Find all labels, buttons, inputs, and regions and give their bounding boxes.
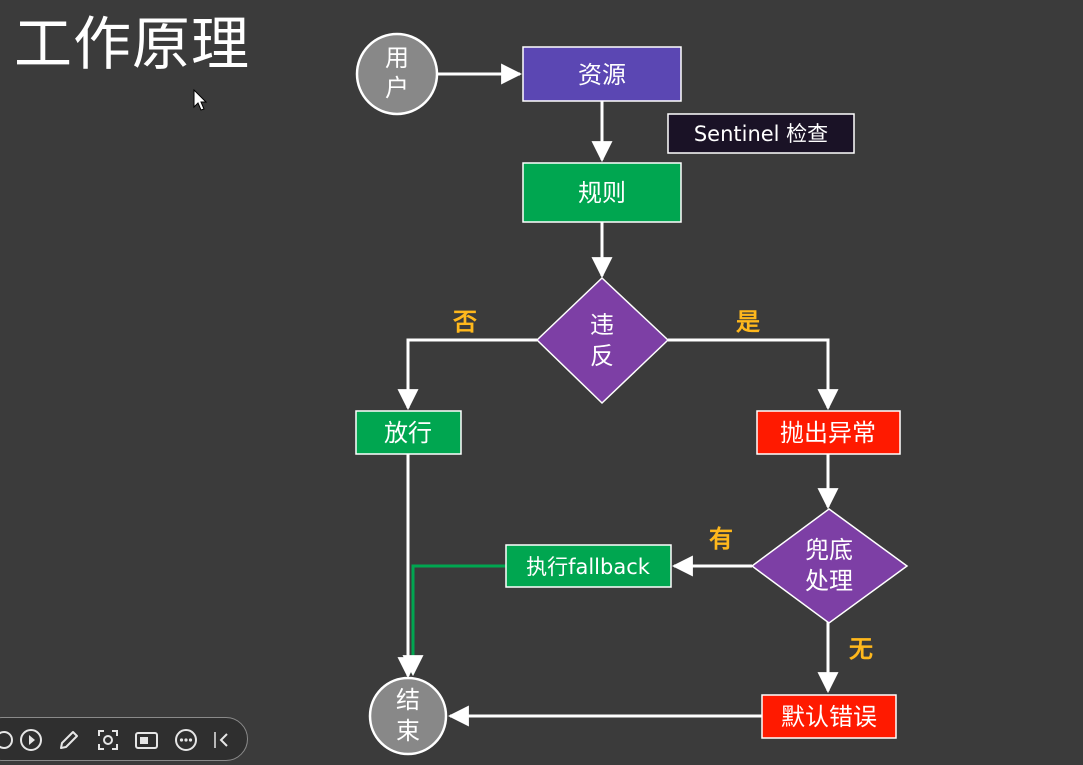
node-fallback-decision-line1: 兜底 <box>805 536 853 564</box>
edge-label-yes: 是 <box>736 308 760 336</box>
node-throw-exception-label: 抛出异常 <box>780 419 876 447</box>
pen-icon[interactable] <box>56 727 82 753</box>
node-fallback-decision: 兜底 处理 <box>750 508 909 624</box>
node-execute-fallback-label: 执行fallback <box>526 555 651 579</box>
node-pass-label: 放行 <box>384 419 432 447</box>
edge-violate-pass <box>397 338 537 411</box>
more-icon[interactable] <box>173 727 199 753</box>
edge-label-no: 否 <box>452 308 477 336</box>
edge-execute-fallback-end <box>402 564 506 677</box>
node-resource-label: 资源 <box>578 61 626 89</box>
node-default-error-label: 默认错误 <box>781 703 877 731</box>
edges <box>397 63 839 727</box>
edge-label-has: 有 <box>709 525 733 553</box>
record-icon[interactable] <box>0 727 17 753</box>
page-title: 工作原理 <box>14 10 251 78</box>
node-user-line1: 用 <box>385 44 409 72</box>
node-violate-line1: 违 <box>590 311 614 339</box>
collapse-icon[interactable] <box>210 727 236 753</box>
node-execute-fallback: 执行fallback <box>505 544 672 588</box>
node-resource: 资源 <box>522 46 682 102</box>
mouse-cursor-icon <box>193 89 208 111</box>
node-fallback-decision-line2: 处理 <box>805 567 853 595</box>
node-user-line2: 户 <box>385 74 409 102</box>
node-user: 用 户 <box>355 32 439 116</box>
presenter-toolbar <box>0 717 248 761</box>
edge-violate-throw <box>668 338 839 411</box>
play-icon[interactable] <box>18 727 44 753</box>
node-default-error: 默认错误 <box>761 694 897 739</box>
node-pass: 放行 <box>355 410 462 455</box>
node-end: 结 束 <box>368 676 448 756</box>
node-rule-label: 规则 <box>578 179 626 207</box>
screenshot-icon[interactable] <box>95 727 121 753</box>
sentinel-check-box: Sentinel 检查 <box>667 113 855 154</box>
node-end-line1: 结 <box>396 686 420 714</box>
camera-icon[interactable] <box>134 727 160 753</box>
edge-label-none: 无 <box>849 635 873 663</box>
node-violate-decision: 违 反 <box>535 276 670 405</box>
node-throw-exception: 抛出异常 <box>756 410 901 455</box>
sentinel-check-label: Sentinel 检查 <box>694 122 828 146</box>
node-violate-line2: 反 <box>590 342 614 370</box>
node-end-line2: 束 <box>396 717 420 745</box>
node-rule: 规则 <box>522 162 682 223</box>
